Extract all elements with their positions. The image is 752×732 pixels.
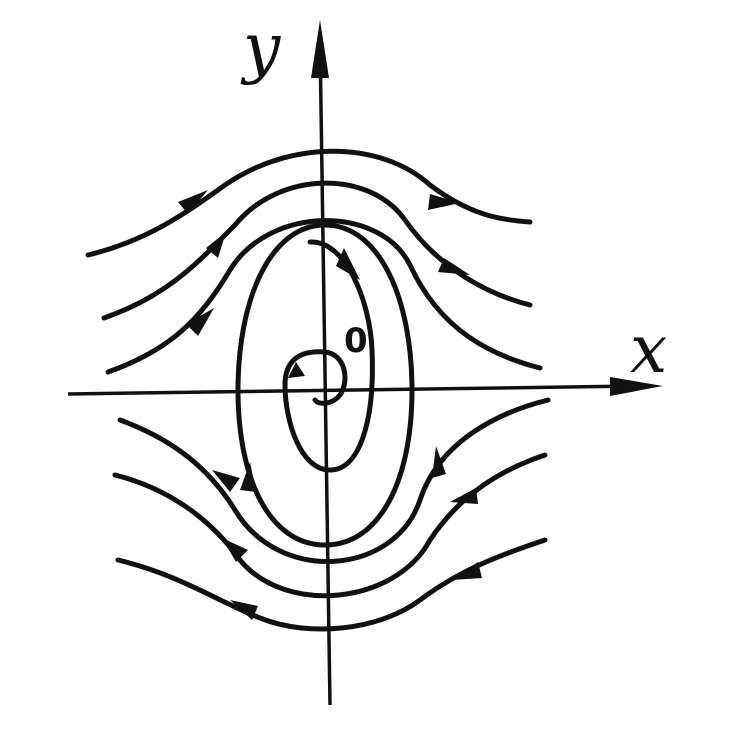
arrow-lower-inner-left: [212, 470, 240, 492]
x-axis-label: x: [630, 311, 667, 388]
y-axis-label: y: [240, 9, 281, 86]
x-axis-arrowhead: [610, 377, 663, 396]
arrow-lower-middle-right: [450, 488, 478, 504]
arrow-upper-outer-right: [428, 194, 460, 210]
arrow-lower-outer-right: [452, 562, 482, 580]
lower-trajectory-middle: [112, 452, 548, 599]
upper-trajectory-middle: [101, 180, 533, 321]
arrow-lower-inner-right: [432, 446, 446, 478]
closed-orbit: [235, 222, 415, 548]
upper-trajectory-inner: [105, 218, 543, 375]
arrow-spiral-inner: [288, 362, 305, 378]
upper-trajectory-outer: [85, 148, 533, 258]
origin-label: 0: [344, 321, 368, 361]
inner-spiral: [282, 239, 375, 473]
arrow-lower-outer-left: [230, 600, 258, 620]
arrow-upper-inner-left: [186, 308, 214, 336]
arrow-upper-outer-left: [178, 190, 208, 214]
arrow-upper-middle-right: [438, 258, 470, 275]
arrow-upper-middle-left: [206, 232, 226, 258]
arrow-spiral-top: [336, 248, 360, 280]
y-axis-arrowhead: [311, 20, 329, 78]
arrow-lower-middle-left: [222, 538, 248, 562]
x-axis: [67, 384, 641, 396]
arrow-orbit-left: [240, 462, 256, 492]
lower-trajectory-outer: [115, 537, 548, 632]
y-axis: [318, 39, 332, 706]
lower-trajectory-inner: [117, 397, 551, 564]
